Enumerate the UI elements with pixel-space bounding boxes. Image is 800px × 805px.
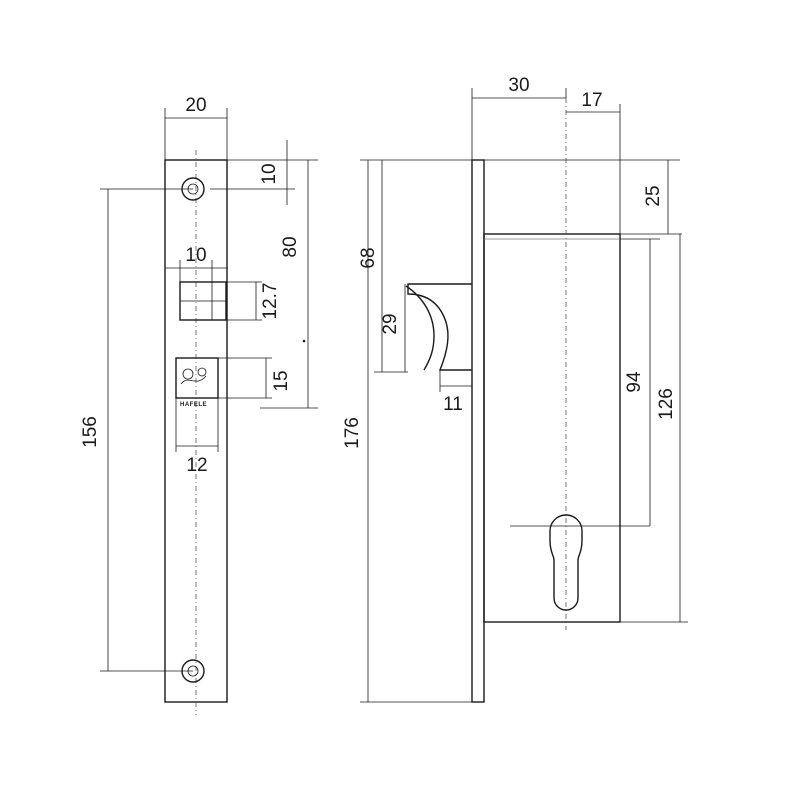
dim-label-176: 176 [342, 417, 363, 449]
dim-label-10-top: 10 [259, 163, 280, 184]
dim-label-30: 30 [508, 75, 529, 96]
dim-cylinder-offset: 17 [566, 90, 621, 160]
side-faceplate [471, 159, 485, 703]
dim-deadbolt-width: 12 [175, 398, 219, 476]
dim-label-156: 156 [80, 416, 101, 448]
dim-top-to-body: 25 [620, 160, 682, 235]
dim-label-17: 17 [581, 90, 602, 111]
dim-label-29: 29 [380, 313, 401, 334]
lock-body [483, 233, 621, 623]
dim-total-height: 176 [342, 160, 369, 702]
dim-label-12-7: 12.7 [260, 283, 281, 320]
dim-latch-projection: 11 [439, 370, 473, 415]
dim-label-15: 15 [271, 370, 292, 391]
dim-screw-spacing: 156 [80, 188, 193, 672]
dim-latch-bolt-height: 29 [380, 284, 406, 372]
side-view: 30 17 25 94 126 68 [342, 75, 688, 703]
brand-mark-text: HAFELE [180, 402, 207, 408]
dim-top-screw-offset: 10 [210, 140, 318, 205]
dim-label-11: 11 [443, 394, 463, 415]
dim-label-12: 12 [186, 455, 207, 476]
dim-backset: 30 [471, 75, 567, 160]
brand-plate: HAFELE [175, 357, 219, 408]
dim-latch-width: 10 [165, 245, 228, 282]
dim-label-94: 94 [624, 371, 645, 393]
dim-label-126: 126 [656, 388, 677, 420]
dim-faceplate-width: 20 [164, 95, 228, 160]
dim-label-10-latch: 10 [185, 245, 206, 266]
dim-body-height: 126 [620, 234, 688, 623]
cylinder-cutout [549, 514, 583, 611]
dim-label-20: 20 [185, 95, 206, 116]
dim-label-25: 25 [643, 185, 664, 206]
dim-latch-center: 68 [358, 160, 408, 373]
dim-latch-height: 12.7 [226, 281, 281, 321]
latch-bolt [407, 283, 472, 371]
front-view: HAFELE 20 10 80 10 [80, 95, 318, 715]
dim-body-to-cylinder: 94 [620, 238, 660, 526]
dim-label-68: 68 [358, 247, 379, 268]
dim-label-80: 80 [280, 236, 301, 257]
dim-latch-to-cylinder: 80 [260, 160, 318, 409]
latch-opening [179, 281, 227, 321]
dim-deadbolt-height: 15 [218, 357, 292, 399]
